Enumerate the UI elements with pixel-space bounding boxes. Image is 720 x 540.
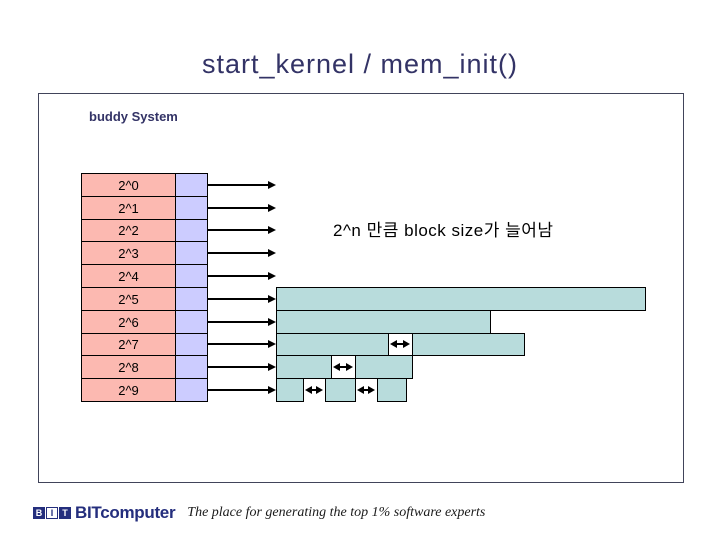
double-arrow-icon [305, 378, 323, 401]
memory-block [276, 355, 332, 379]
arrow-line [207, 275, 268, 277]
row-label-cell: 2^1 [81, 196, 176, 220]
logo-text: BITcomputer [75, 503, 176, 522]
arrow-line [207, 343, 268, 345]
row-label-cell: 2^3 [81, 241, 176, 265]
arrow-line [207, 366, 268, 368]
row-label-cell: 2^8 [81, 355, 176, 379]
memory-block [276, 287, 646, 311]
double-arrow-tip [403, 340, 410, 348]
arrow-line [207, 229, 268, 231]
free-list-slot [175, 219, 208, 242]
double-arrow-shaft [397, 343, 403, 345]
arrow-line [207, 321, 268, 323]
arrow-head-icon [268, 340, 276, 348]
double-arrow-tip [346, 362, 353, 371]
arrow-head-icon [268, 386, 276, 394]
arrow-head-icon [268, 272, 276, 280]
row-label-cell: 2^4 [81, 264, 176, 288]
double-arrow-icon [357, 378, 375, 401]
memory-block [276, 310, 491, 334]
row-label-cell: 2^2 [81, 219, 176, 242]
row-label-cell: 2^9 [81, 378, 176, 402]
logo-square-t: T [59, 507, 71, 519]
free-list-slot [175, 355, 208, 379]
memory-block [412, 333, 525, 356]
free-list-slot [175, 196, 208, 220]
double-arrow-icon [390, 333, 410, 355]
row-label-cell: 2^0 [81, 173, 176, 197]
double-arrow-tip [390, 340, 397, 348]
row-label-cell: 2^7 [81, 333, 176, 356]
free-list-slot [175, 287, 208, 311]
double-arrow-tip [333, 362, 340, 371]
arrow-head-icon [268, 204, 276, 212]
block-size-annotation: 2^n 만큼 block size가 늘어남 [333, 221, 554, 240]
arrow-head-icon [268, 295, 276, 303]
free-list-slot [175, 241, 208, 265]
arrow-head-icon [268, 226, 276, 234]
double-arrow-icon [333, 355, 353, 378]
memory-block [377, 378, 407, 402]
arrow-line [207, 389, 268, 391]
double-arrow-shaft [312, 388, 316, 391]
memory-block [276, 378, 304, 402]
row-label-cell: 2^5 [81, 287, 176, 311]
bit-logo-icon: B I T [33, 507, 71, 519]
memory-block [276, 333, 389, 356]
arrow-head-icon [268, 318, 276, 326]
free-list-slot [175, 264, 208, 288]
memory-block [325, 378, 356, 402]
logo-square-b: B [33, 507, 45, 519]
arrow-head-icon [268, 363, 276, 371]
double-arrow-tip [357, 385, 364, 394]
logo-square-i: I [46, 507, 58, 519]
free-list-slot [175, 173, 208, 197]
row-label-cell: 2^6 [81, 310, 176, 334]
arrow-head-icon [268, 181, 276, 189]
arrow-line [207, 252, 268, 254]
free-list-slot [175, 378, 208, 402]
buddy-system-heading: buddy System [89, 109, 178, 124]
free-list-slot [175, 333, 208, 356]
footer: B I T BITcomputer The place for generati… [33, 503, 485, 523]
slide-title: start_kernel / mem_init() [201, 49, 519, 79]
double-arrow-tip [305, 385, 312, 394]
double-arrow-tip [316, 385, 323, 394]
footer-tagline: The place for generating the top 1% soft… [187, 505, 486, 520]
arrow-head-icon [268, 249, 276, 257]
arrow-line [207, 298, 268, 300]
double-arrow-shaft [364, 388, 368, 391]
double-arrow-shaft [340, 365, 346, 368]
memory-block [355, 355, 413, 379]
free-list-slot [175, 310, 208, 334]
arrow-line [207, 207, 268, 209]
arrow-line [207, 184, 268, 186]
double-arrow-tip [368, 385, 375, 394]
